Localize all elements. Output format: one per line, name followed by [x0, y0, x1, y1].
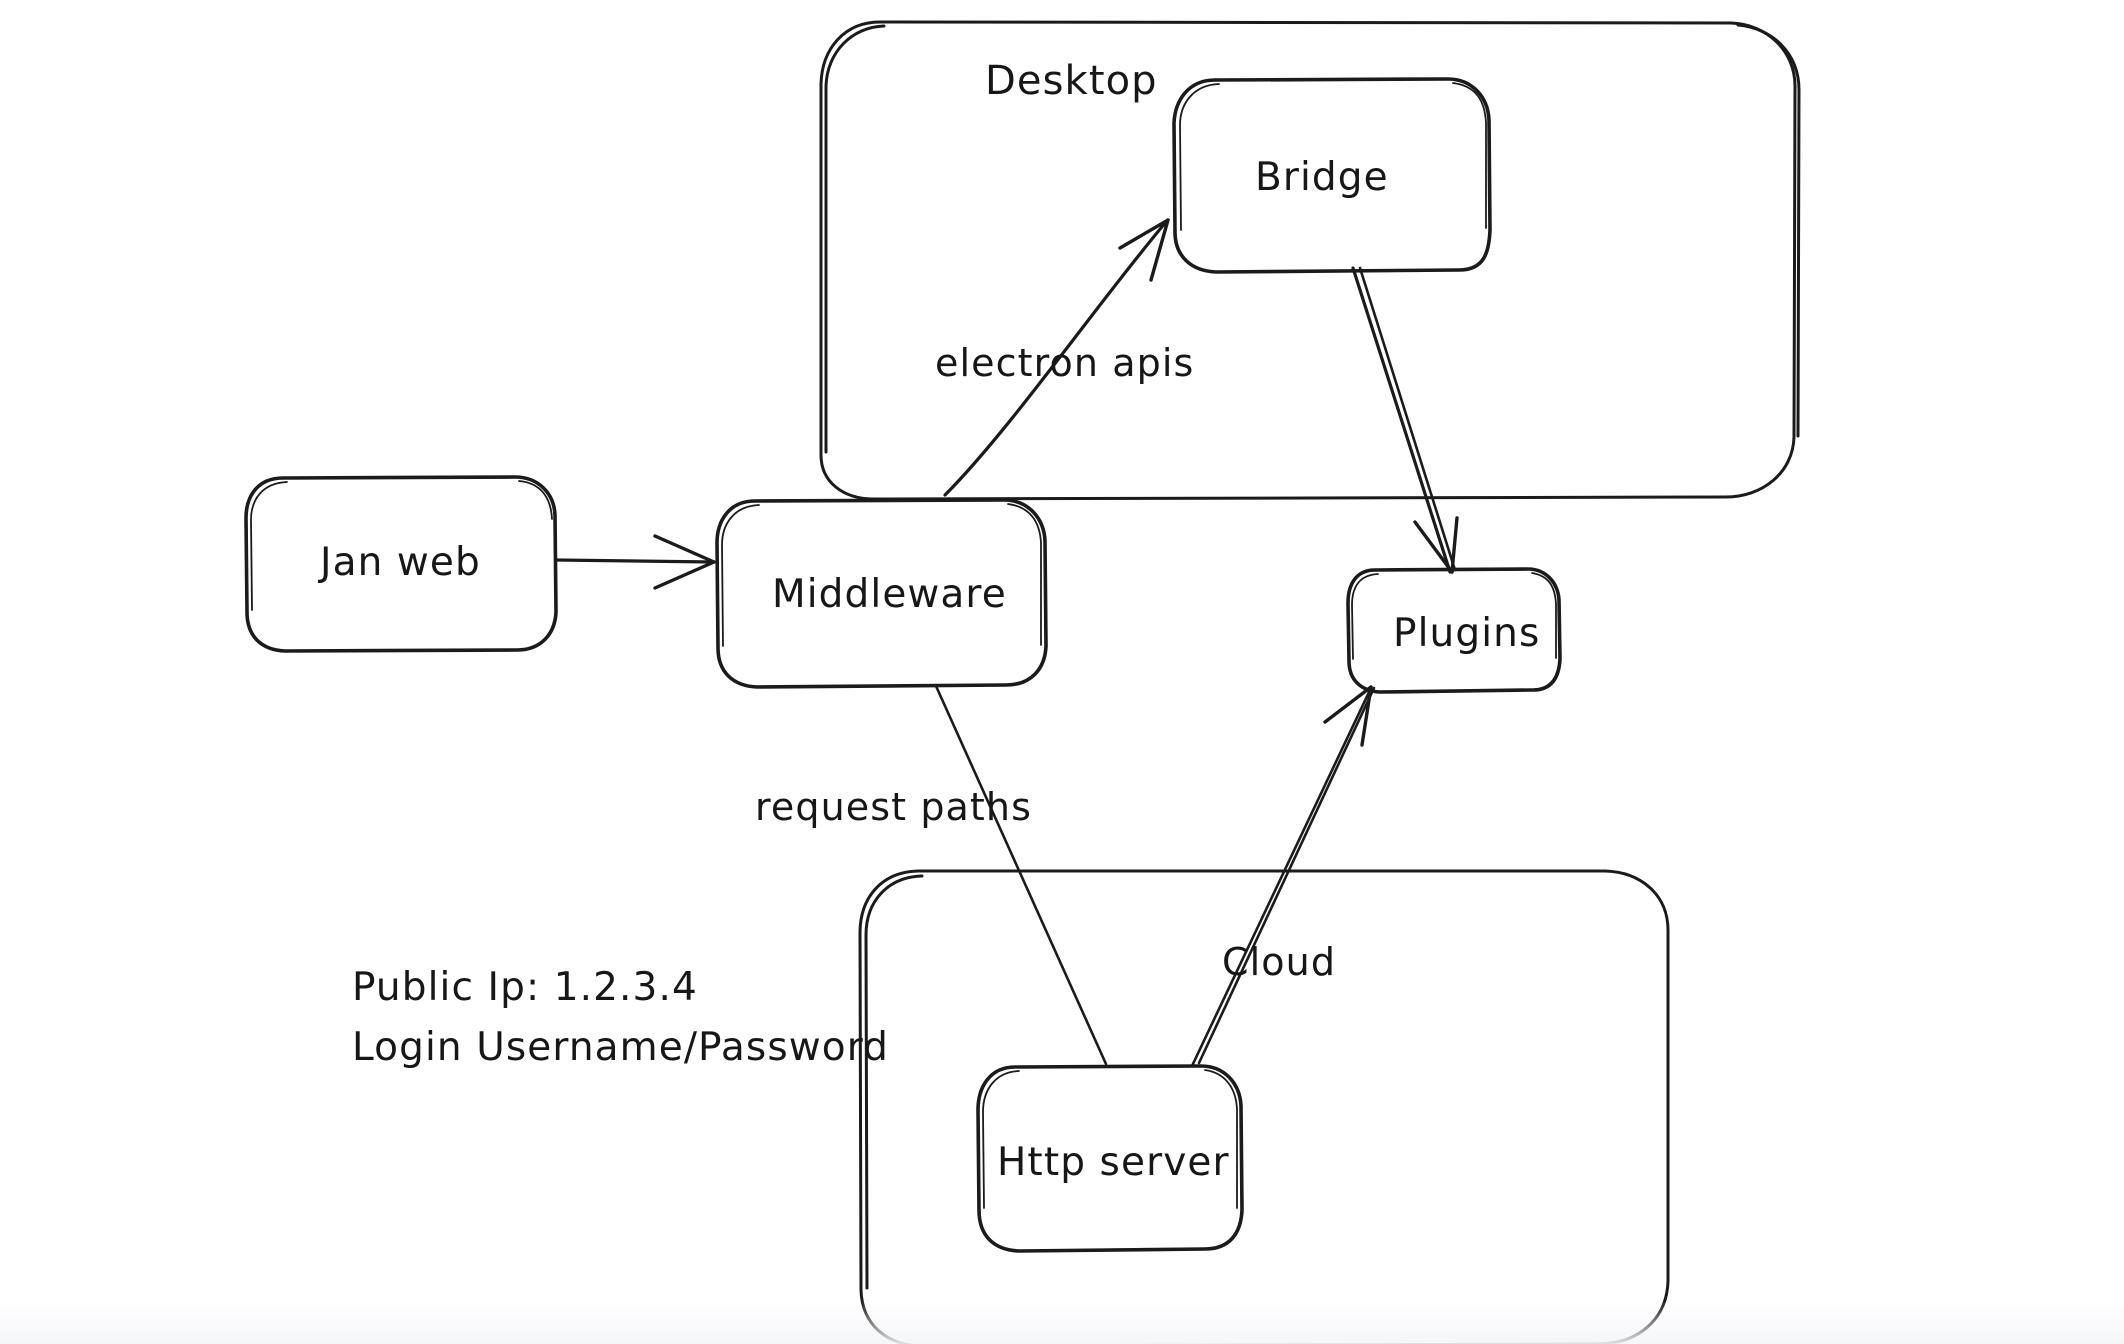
edge-bridge-to-plugins — [1351, 266, 1459, 574]
edge-httpserver-to-plugins: Cloud — [1190, 685, 1376, 1068]
desktop-container-label: Desktop — [985, 58, 1158, 104]
node-bridge[interactable]: Bridge — [1172, 77, 1492, 274]
http-server-box-sketch-overlap — [982, 1070, 1020, 1209]
middleware-httpserver-line — [934, 684, 1108, 1066]
node-jan-web[interactable]: Jan web — [244, 475, 558, 653]
edge-janweb-to-middleware — [554, 534, 716, 590]
bridge-box-outline — [1172, 77, 1492, 274]
electron-apis-label: electron apis — [935, 341, 1194, 385]
note-public-ip: Public Ip: 1.2.3.4 — [352, 965, 698, 1010]
middleware-label: Middleware — [772, 572, 1007, 617]
janweb-middleware-arrowhead-upper — [653, 534, 716, 564]
middleware-bridge-line — [943, 220, 1168, 497]
node-middleware[interactable]: Middleware — [715, 498, 1048, 689]
janweb-middleware-line — [554, 558, 715, 564]
cloud-label: Cloud — [1222, 940, 1336, 984]
httpserver-plugins-line — [1190, 688, 1372, 1068]
middleware-box-sketch-overlap — [721, 504, 760, 647]
plugins-box-outline — [1346, 567, 1562, 694]
bridge-box-sketch-overlap — [1179, 83, 1220, 231]
edge-middleware-to-httpserver: request paths — [755, 684, 1108, 1066]
edge-middleware-to-bridge: electron apis — [935, 218, 1194, 497]
node-plugins[interactable]: Plugins — [1346, 567, 1562, 694]
desktop-container: Desktop — [819, 20, 1801, 501]
middleware-box-sketch-overlap-right — [1007, 503, 1042, 646]
jan-web-box-sketch-overlap-right — [518, 480, 553, 520]
cloud-container-outline — [858, 869, 1670, 1344]
bridge-plugins-arrowhead-right — [1450, 516, 1459, 574]
middleware-bridge-arrowhead-upper — [1149, 218, 1170, 282]
middleware-box-outline — [715, 498, 1048, 689]
bridge-label: Bridge — [1255, 155, 1389, 200]
http-server-label: Http server — [997, 1140, 1230, 1185]
cloud-container-sketch-overlap — [864, 874, 924, 1290]
http-server-box-sketch-overlap-right — [1204, 1069, 1238, 1209]
plugins-box-sketch-overlap-right — [1531, 572, 1557, 659]
bridge-plugins-line — [1351, 266, 1452, 574]
jan-web-box-outline — [244, 475, 558, 653]
bridge-plugins-line-double — [1358, 266, 1457, 572]
plugins-box-sketch-overlap — [1351, 573, 1379, 660]
http-server-box-outline — [976, 1064, 1244, 1253]
plugins-label: Plugins — [1393, 611, 1540, 656]
notes-block: Public Ip: 1.2.3.4 Login Username/Passwo… — [352, 965, 889, 1070]
bridge-plugins-arrowhead-left — [1413, 520, 1454, 574]
note-login-credentials: Login Username/Password — [352, 1025, 889, 1070]
node-http-server[interactable]: Http server — [976, 1064, 1244, 1253]
bridge-box-sketch-overlap-right — [1452, 82, 1487, 229]
httpserver-plugins-arrowhead-lower — [1323, 685, 1373, 724]
jan-web-label: Jan web — [317, 540, 481, 585]
httpserver-plugins-arrowhead-upper — [1360, 685, 1373, 747]
middleware-bridge-arrowhead-lower — [1118, 218, 1170, 250]
desktop-container-sketch-overlap-right — [1736, 23, 1801, 438]
jan-web-box-sketch-overlap — [250, 481, 288, 611]
desktop-container-outline — [819, 20, 1797, 501]
httpserver-plugins-line-double — [1197, 686, 1376, 1065]
janweb-middleware-arrowhead-lower — [653, 560, 716, 590]
request-paths-label: request paths — [755, 785, 1032, 829]
cloud-container — [858, 869, 1670, 1344]
desktop-container-sketch-overlap — [824, 24, 886, 454]
